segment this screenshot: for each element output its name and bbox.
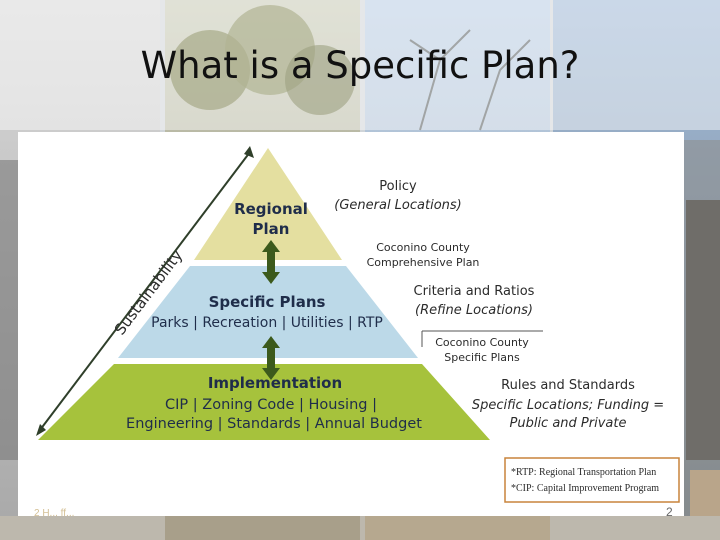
slide-number: 2 <box>666 505 673 519</box>
regional-plan-label-2: Plan <box>253 220 290 238</box>
coconino-comprehensive-1: Coconino County <box>376 241 470 254</box>
regional-plan-label-1: Regional <box>234 200 308 218</box>
implementation-label: Implementation <box>208 374 342 392</box>
coconino-specific-1: Coconino County <box>435 336 529 349</box>
policy-subtitle: (General Locations) <box>334 198 462 213</box>
footer-text: 2 H... ff... <box>34 508 75 519</box>
legend-line-cip: *CIP: Capital Improvement Program <box>511 483 659 494</box>
connector-arrow-bottom <box>262 336 280 380</box>
coconino-specific-2: Specific Plans <box>444 351 520 364</box>
criteria-subtitle: (Refine Locations) <box>415 303 533 318</box>
pyramid-level-regional <box>194 148 342 260</box>
rules-line-2: Public and Private <box>510 416 627 431</box>
diagram-panel: Sustainability Regional Plan Specific Pl… <box>18 132 684 516</box>
specific-plans-subtitle: Parks | Recreation | Utilities | RTP <box>151 315 383 331</box>
implementation-subtitle-2: Engineering | Standards | Annual Budget <box>126 416 422 432</box>
pyramid-diagram: Sustainability Regional Plan Specific Pl… <box>36 146 680 503</box>
pyramid-level-implementation <box>38 364 490 440</box>
policy-title: Policy <box>379 179 417 194</box>
rules-title: Rules and Standards <box>501 378 635 393</box>
legend-box <box>504 457 680 503</box>
legend-line-rtp: *RTP: Regional Transportation Plan <box>511 467 656 478</box>
implementation-subtitle-1: CIP | Zoning Code | Housing | <box>165 397 377 413</box>
slide-title: What is a Specific Plan? <box>140 44 580 87</box>
rules-line-1: Specific Locations; Funding = <box>472 398 664 413</box>
connector-arrow-top <box>262 240 280 284</box>
pyramid-level-specific <box>118 266 418 358</box>
specific-plans-label: Specific Plans <box>209 293 326 311</box>
sustainability-arrow <box>36 146 254 436</box>
criteria-title: Criteria and Ratios <box>414 284 535 299</box>
coconino-comprehensive-2: Comprehensive Plan <box>367 256 480 269</box>
